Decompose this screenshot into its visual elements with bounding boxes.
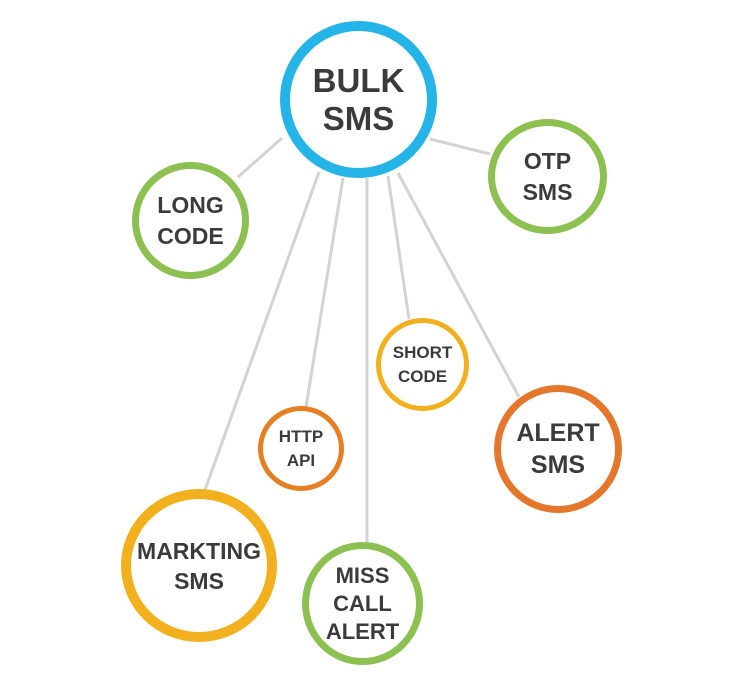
node-markting-sms: MARKTING SMS xyxy=(121,489,277,642)
node-label-line: ALERT xyxy=(516,419,600,447)
node-label-line: MISS xyxy=(335,562,390,588)
node-label-line: ALERT xyxy=(325,618,400,644)
node-label-line: OTP xyxy=(523,147,572,174)
node-long-code: LONG CODE xyxy=(132,162,249,279)
node-label-line: BULK xyxy=(312,61,405,99)
node-label-line: SMS xyxy=(174,567,224,594)
node-label-line: API xyxy=(286,450,316,470)
connector-otp-sms xyxy=(429,137,491,156)
node-miss-call-alert: MISS CALL ALERT xyxy=(302,542,423,665)
connector-markting-sms xyxy=(203,171,321,491)
node-short-code: SHORT CODE xyxy=(376,318,469,411)
node-label-line: MARKTING xyxy=(137,537,261,564)
node-label-line: LONG xyxy=(157,191,224,218)
node-label-line: CALL xyxy=(333,590,392,616)
node-bulk-sms: BULK SMS xyxy=(280,21,437,178)
node-http-api: HTTP API xyxy=(258,406,344,491)
node-label-line: CODE xyxy=(157,222,224,249)
node-alert-sms: ALERT SMS xyxy=(494,385,622,513)
node-label-line: CODE xyxy=(397,366,448,386)
connector-short-code xyxy=(386,175,411,320)
node-label-line: SMS xyxy=(322,99,395,137)
connector-http-api xyxy=(304,177,345,408)
node-label-line: SHORT xyxy=(392,342,453,362)
node-label-line: HTTP xyxy=(278,426,324,446)
node-label-line: SMS xyxy=(530,451,586,479)
connector-alert-sms xyxy=(396,172,521,398)
connector-long-code xyxy=(237,136,283,179)
node-label-line: SMS xyxy=(522,178,573,205)
node-otp-sms: OTP SMS xyxy=(488,119,607,234)
